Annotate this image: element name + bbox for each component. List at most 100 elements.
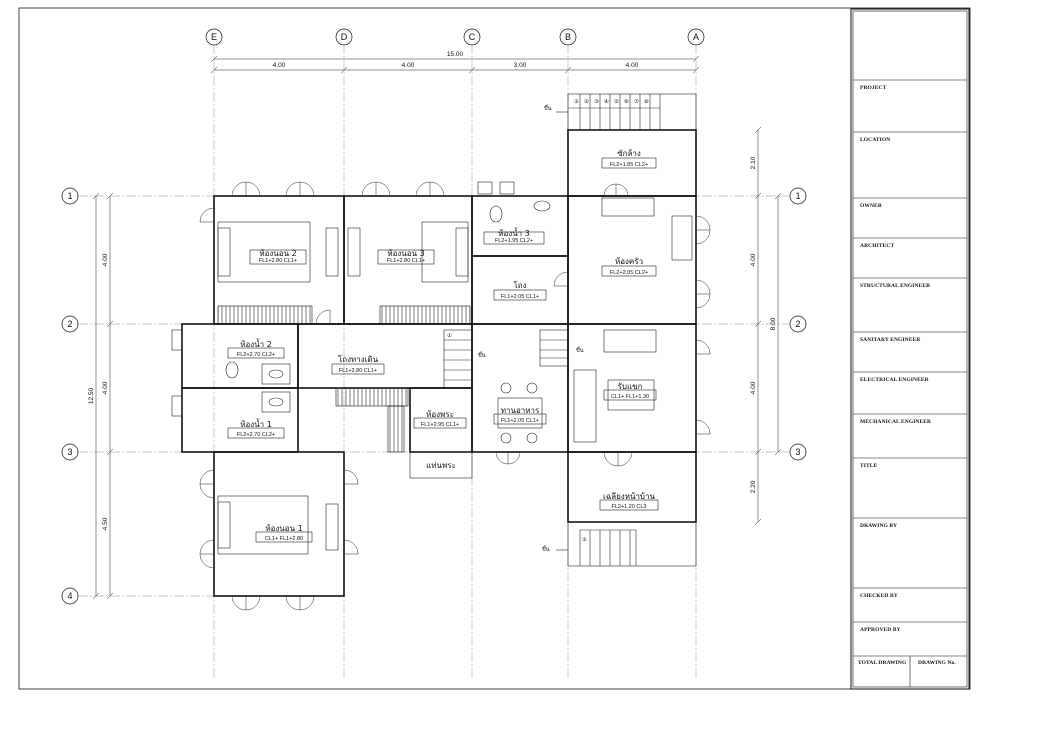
stair-num-4: ④ [604, 98, 609, 105]
dimension-lines [92, 55, 782, 600]
room-hall: โถง FL1+2.05 CL1+ [493, 280, 547, 301]
title-field-sanitary-engineer: SANITARY ENGINEER [860, 337, 921, 343]
dim-right-total: 8.00 [770, 317, 777, 330]
room-sub-bath2: FL2+2.70 CL2+ [237, 352, 275, 358]
room-dining: ทานอาหาร FL1+2.05 CL1+ [493, 406, 547, 425]
row-grid-bubbles: 1 2 3 4 1 2 3 [61, 187, 807, 605]
grid-row-4-left: 4 [67, 591, 72, 601]
room-laundry: ซักล้าง FL2+1.85 CL2+ [601, 149, 657, 169]
title-field-architect: ARCHITECT [860, 243, 894, 249]
room-sub-bath3: FL2+1.95 CL2+ [495, 238, 533, 244]
stair-num-7: ⑦ [634, 98, 639, 105]
stair-num-6: ⑥ [624, 98, 629, 105]
terrace-stair-num-1: ① [582, 536, 587, 543]
sheet-border [18, 7, 971, 690]
room-sub-living: CL1+ FL1+1.30 [611, 394, 649, 400]
title-field-checked-by: CHECKED BY [860, 593, 898, 599]
grid-col-a: A [693, 32, 699, 42]
room-labels: ห้องนอน 2 FL1+2.80 CL1+ ห้องนอน 3 FL1+2.… [227, 149, 659, 543]
title-field-electrical-engineer: ELECTRICAL ENGINEER [860, 377, 930, 383]
grid-col-e: E [211, 32, 217, 42]
room-sub-hall: FL1+2.05 CL1+ [501, 294, 539, 300]
grid-row-1-left: 1 [67, 191, 72, 201]
room-corridor: โถงทางเดิน FL1+2.80 CL1+ [331, 354, 385, 375]
title-field-project: PROJECT [860, 85, 887, 91]
room-name-dining: ทานอาหาร [501, 406, 540, 415]
room-bedroom2: ห้องนอน 2 FL1+2.80 CL1+ [249, 249, 307, 265]
grid-col-d: D [341, 32, 348, 42]
title-field-owner: OWNER [860, 203, 883, 209]
room-name-bath2: ห้องน้ำ 2 [240, 338, 272, 349]
room-name-bath1: ห้องน้ำ 1 [240, 418, 272, 429]
room-sub-corridor: FL1+2.80 CL1+ [339, 368, 377, 374]
dim-left-total: 12.50 [88, 387, 95, 404]
room-kitchen: ห้องครัว FL2+2.05 CL2+ [601, 257, 657, 277]
grid-col-b: B [565, 32, 571, 42]
room-living: รับแขก CL1+ FL1+1.30 [603, 382, 657, 401]
up-label-laundry: ขึ้น [544, 104, 552, 112]
stair-num-5: ⑤ [614, 98, 619, 105]
title-field-drawing-by: DRAWING BY [860, 523, 897, 529]
dim-right-span-4: 2.20 [750, 480, 757, 493]
up-label-main: ขึ้น [478, 351, 486, 359]
dim-top-span-2: 4.00 [402, 62, 415, 69]
room-bedroom3: ห้องนอน 3 FL1+2.80 CL1+ [377, 249, 435, 265]
grid-row-2-right: 2 [795, 319, 800, 329]
dim-top-span-1: 4.00 [273, 62, 286, 69]
dim-left-span-3: 4.50 [102, 517, 109, 530]
title-field-mechanical-engineer: MECHANICAL ENGINEER [860, 419, 932, 425]
terrace-steps: ① ขึ้น [542, 521, 697, 567]
room-sub-bedroom2: FL1+2.80 CL1+ [259, 258, 297, 264]
dim-left-span-1: 4.00 [102, 253, 109, 266]
main-stair-num-1: ① [447, 332, 452, 339]
doors [199, 181, 711, 611]
main-stair: ① ขึ้น ขึ้น [443, 329, 584, 389]
room-sub-kitchen: FL2+2.05 CL2+ [610, 270, 648, 276]
up-label-living: ขึ้น [576, 346, 584, 354]
drawing-no-label: DRAWING No. [918, 660, 956, 666]
room-name-bedroom1: ห้องนอน 1 [265, 524, 302, 533]
walls [181, 129, 697, 597]
room-name-living: รับแขก [618, 382, 643, 391]
room-sub-dining: FL1+2.05 CL1+ [501, 418, 539, 424]
grid-row-3-left: 3 [67, 447, 72, 457]
grid-row-2-left: 2 [67, 319, 72, 329]
laundry-steps: ① ② ③ ④ ⑤ ⑥ ⑦ ⑧ ขึ้น [544, 93, 697, 131]
stair-num-2: ② [584, 98, 589, 105]
dim-right-span-3: 4.00 [750, 381, 757, 394]
room-name-bath3: ห้องน้ำ 3 [498, 227, 530, 238]
room-bedroom1: ห้องนอน 1 CL1+ FL1+2.80 [255, 524, 313, 543]
room-name-corridor: โถงทางเดิน [338, 354, 379, 364]
stair-num-8: ⑧ [644, 98, 649, 105]
total-drawing-label: TOTAL DRAWING [858, 660, 907, 666]
title-field-title: TITLE [860, 463, 878, 469]
room-name-bedroom2: ห้องนอน 2 [259, 249, 296, 258]
room-terrace: เฉลียงหน้าบ้าน FL2+1.20 CL3 [599, 492, 659, 511]
title-field-location: LOCATION [860, 137, 890, 143]
grid-col-c: C [469, 32, 476, 42]
room-sub-shrine: FL1+2.95 CL1+ [421, 422, 459, 428]
title-field-structural-engineer: STRUCTURAL ENGINEER [860, 283, 931, 289]
room-name-laundry: ซักล้าง [617, 149, 641, 158]
dim-top-span-3: 3.00 [514, 62, 527, 69]
room-name-hall: โถง [513, 280, 526, 290]
dim-top-span-4: 4.00 [626, 62, 639, 69]
room-name-kitchen: ห้องครัว [615, 257, 643, 266]
stair-num-1: ① [574, 98, 579, 105]
room-sub-terrace: FL2+1.20 CL3 [611, 504, 646, 510]
dim-right-span-2: 4.00 [750, 253, 757, 266]
up-label-terrace: ขึ้น [542, 545, 550, 553]
furniture [171, 181, 693, 555]
room-sub-bedroom1: CL1+ FL1+2.80 [265, 536, 303, 542]
grid-row-1-right: 1 [795, 191, 800, 201]
room-sub-bath1: FL2+2.70 CL2+ [237, 432, 275, 438]
dim-left-span-2: 4.00 [102, 381, 109, 394]
room-bath1: ห้องน้ำ 1 FL2+2.70 CL2+ [227, 418, 285, 439]
room-bath3: ห้องน้ำ 3 FL2+1.95 CL2+ [483, 227, 545, 245]
dim-right-span-1: 2.10 [750, 156, 757, 169]
title-block: PROJECT LOCATION OWNER ARCHITECT STRUCTURAL … [850, 8, 970, 690]
altar-label: แท่นพระ [426, 461, 456, 470]
room-name-shrine: ห้องพระ [426, 410, 454, 419]
grid-lines [78, 44, 790, 680]
